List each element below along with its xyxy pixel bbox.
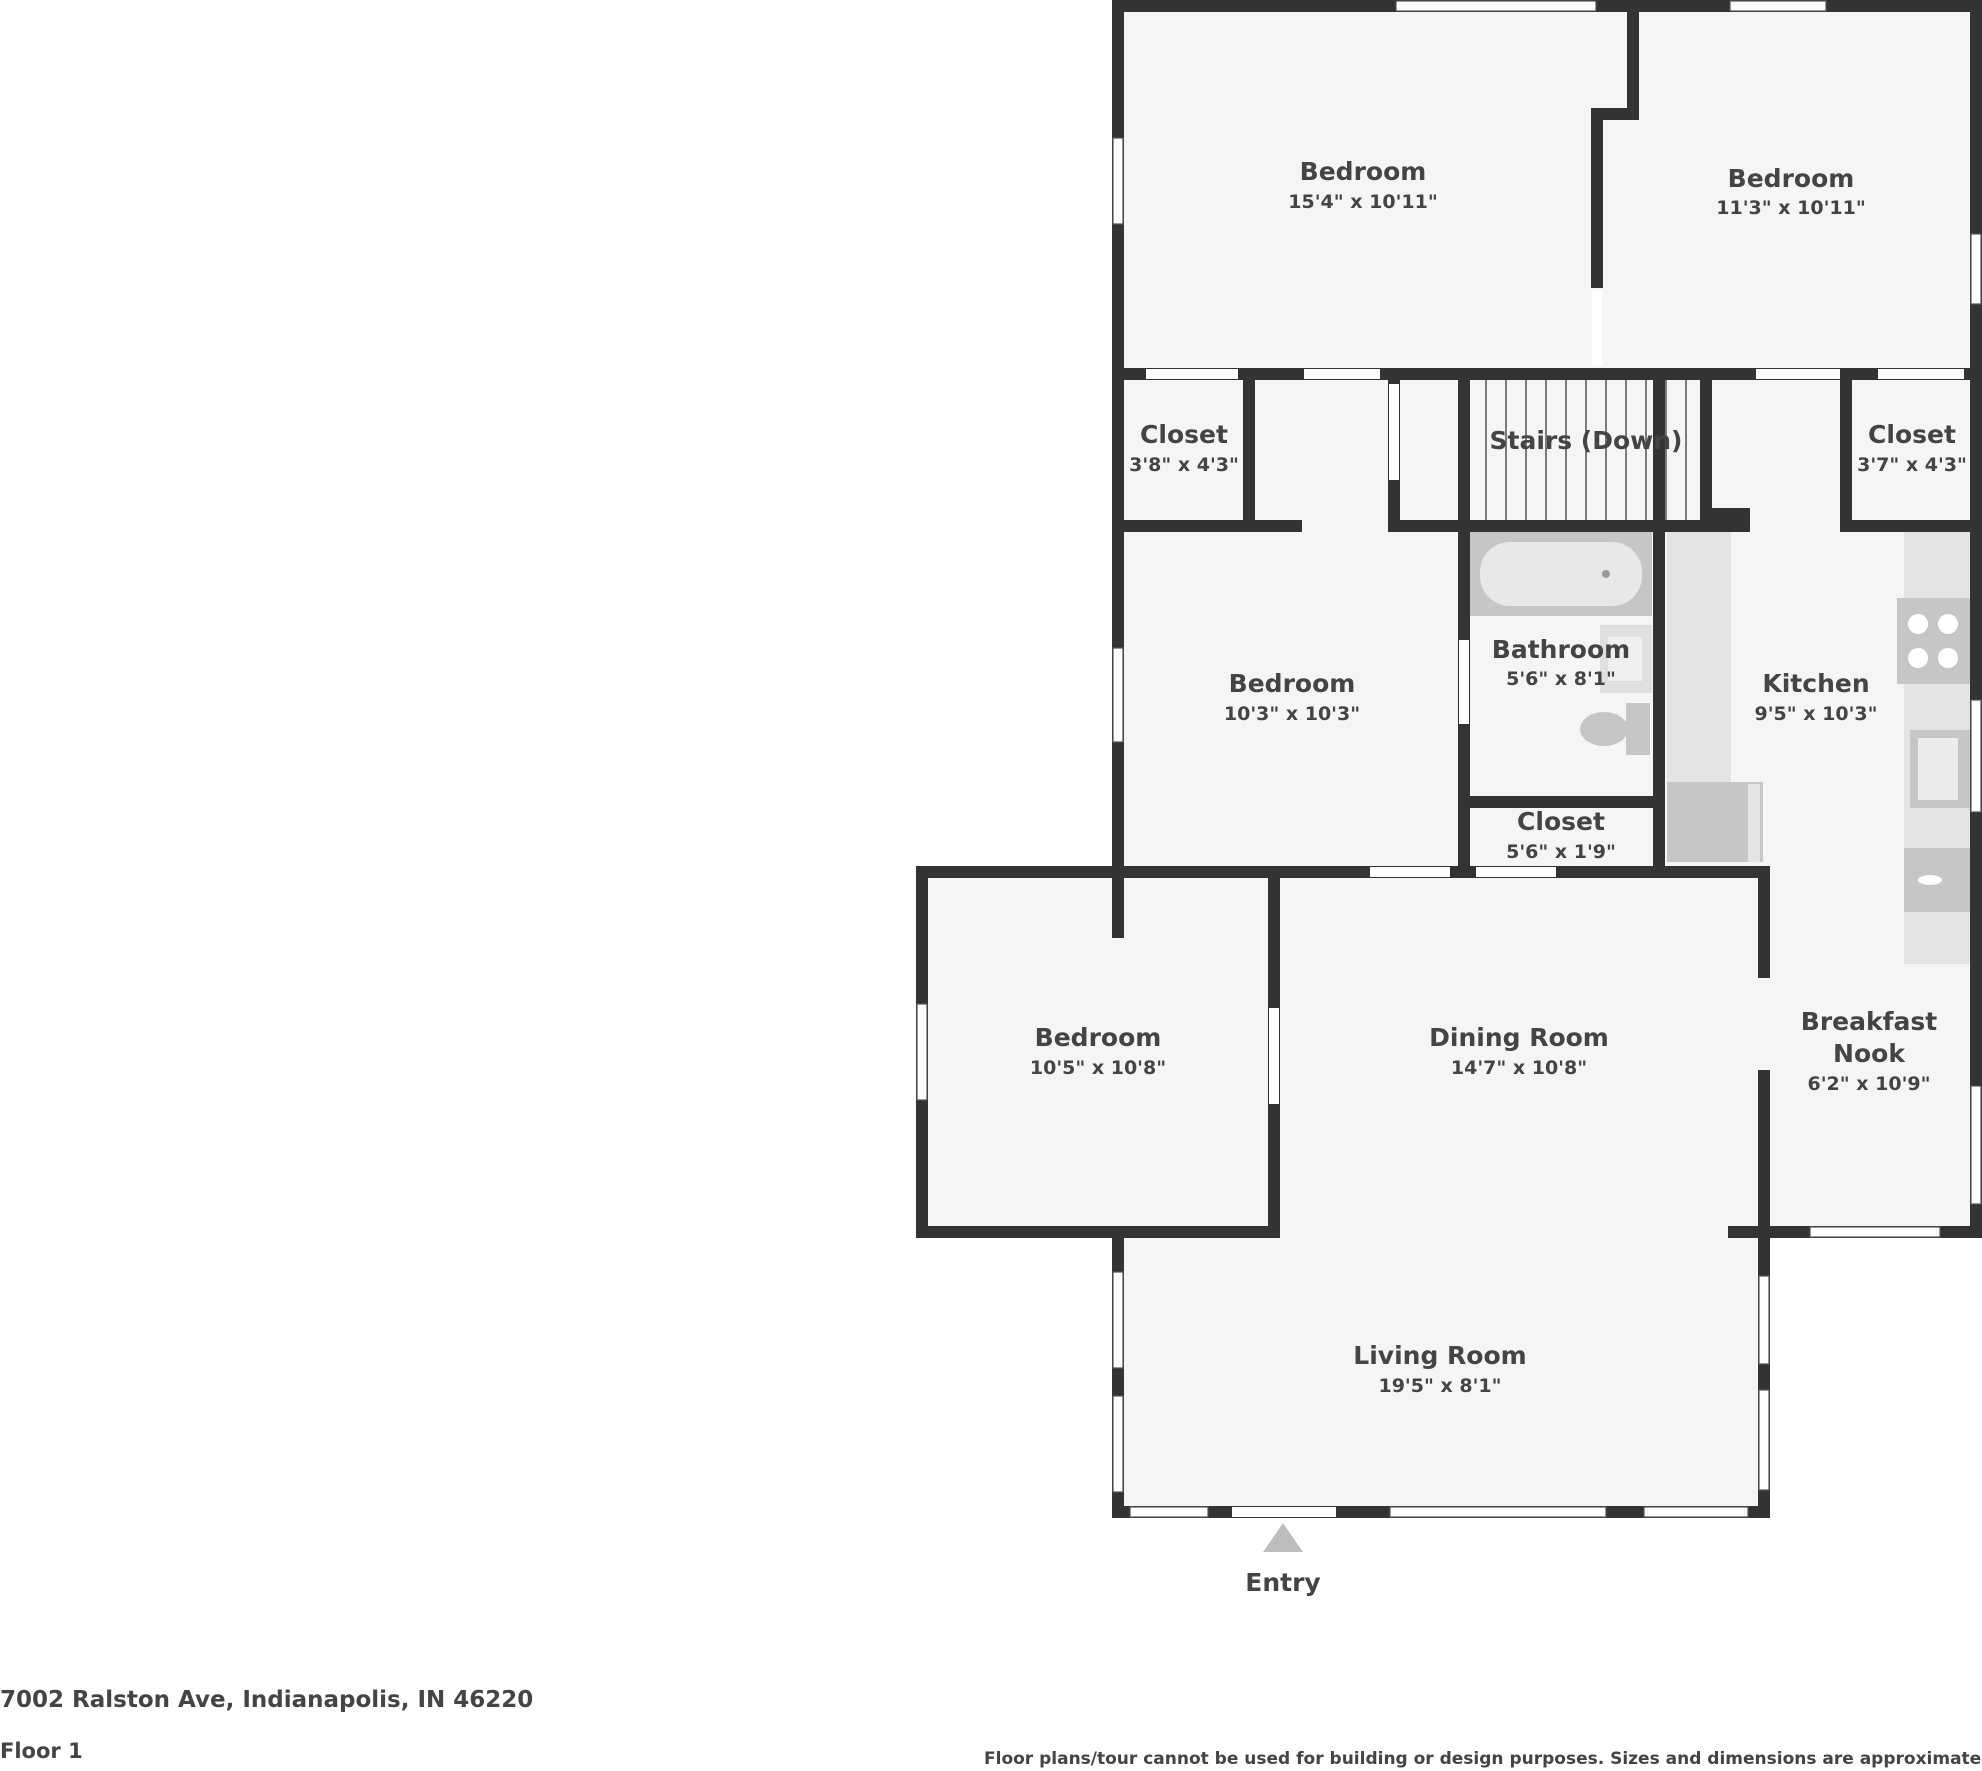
svg-text:6'2" x 10'9": 6'2" x 10'9" <box>1807 1073 1930 1095</box>
svg-text:3'8" x 4'3": 3'8" x 4'3" <box>1129 454 1239 476</box>
room-label: Closet 3'7" x 4'3" <box>1857 420 1967 476</box>
window <box>916 1003 928 1101</box>
room-label: Closet 3'8" x 4'3" <box>1129 420 1239 476</box>
room-label: Bathroom 5'6" x 8'1" <box>1492 635 1630 690</box>
svg-text:Closet: Closet <box>1140 420 1228 449</box>
entry-arrow-icon <box>1263 1523 1303 1552</box>
room-label: Dining Room 14'7" x 10'8" <box>1429 1023 1609 1079</box>
window <box>1970 1085 1982 1205</box>
svg-text:15'4" x 10'11": 15'4" x 10'11" <box>1288 191 1437 213</box>
svg-text:10'3" x 10'3": 10'3" x 10'3" <box>1224 703 1360 725</box>
svg-text:Dining Room: Dining Room <box>1429 1023 1609 1052</box>
window <box>1758 1275 1770 1365</box>
svg-text:Bedroom: Bedroom <box>1229 669 1356 698</box>
svg-text:Stairs (Down): Stairs (Down) <box>1490 426 1683 455</box>
room-label: Closet 5'6" x 1'9" <box>1506 807 1616 863</box>
floor-label: Floor 1 <box>0 1739 83 1763</box>
window <box>1129 1506 1209 1518</box>
room-label: Bedroom 11'3" x 10'11" <box>1716 164 1865 219</box>
window <box>1643 1506 1749 1518</box>
room-label: Bedroom 15'4" x 10'11" <box>1288 157 1437 213</box>
svg-text:Bedroom: Bedroom <box>1035 1023 1162 1052</box>
svg-text:5'6" x 1'9": 5'6" x 1'9" <box>1506 841 1616 863</box>
window <box>1395 0 1597 12</box>
svg-text:9'5" x 10'3": 9'5" x 10'3" <box>1754 703 1877 725</box>
door-openings <box>1146 290 1964 1517</box>
svg-text:Bedroom: Bedroom <box>1300 157 1427 186</box>
svg-text:Breakfast: Breakfast <box>1801 1007 1937 1036</box>
entry-label: Entry <box>1245 1568 1320 1597</box>
window <box>1970 233 1982 305</box>
window <box>1112 1395 1124 1493</box>
window <box>1389 1506 1607 1518</box>
window <box>1758 1389 1770 1491</box>
bathroom-fixtures <box>1470 532 1652 755</box>
floor-area <box>922 6 1976 1513</box>
window <box>1112 137 1124 225</box>
room-label: Stairs (Down) <box>1490 426 1683 455</box>
room-label: Kitchen 9'5" x 10'3" <box>1754 669 1877 725</box>
disclaimer-text: Floor plans/tour cannot be used for buil… <box>984 1749 1982 1769</box>
svg-text:19'5" x 8'1": 19'5" x 8'1" <box>1378 1375 1501 1397</box>
room-label: Bedroom 10'5" x 10'8" <box>1030 1023 1166 1079</box>
room-label: Living Room 19'5" x 8'1" <box>1353 1341 1526 1397</box>
window <box>1112 1271 1124 1369</box>
svg-text:Living Room: Living Room <box>1353 1341 1526 1370</box>
svg-text:Nook: Nook <box>1833 1039 1906 1068</box>
stove-icon <box>1897 598 1972 684</box>
room-label: Bedroom 10'3" x 10'3" <box>1224 669 1360 725</box>
svg-text:Kitchen: Kitchen <box>1762 669 1869 698</box>
svg-text:14'7" x 10'8": 14'7" x 10'8" <box>1451 1057 1587 1079</box>
svg-text:Bedroom: Bedroom <box>1728 164 1855 193</box>
window <box>1112 647 1124 743</box>
kitchen-fixtures <box>1667 532 1972 964</box>
svg-text:Closet: Closet <box>1868 420 1956 449</box>
toilet-icon <box>1580 703 1650 755</box>
svg-text:3'7" x 4'3": 3'7" x 4'3" <box>1857 454 1967 476</box>
svg-text:Closet: Closet <box>1517 807 1605 836</box>
room-label: Breakfast Nook 6'2" x 10'9" <box>1801 1007 1937 1095</box>
window <box>1970 699 1982 813</box>
windows <box>916 0 1982 1518</box>
property-address: 7002 Ralston Ave, Indianapolis, IN 46220 <box>0 1687 534 1713</box>
window <box>1729 0 1827 12</box>
svg-text:11'3" x 10'11": 11'3" x 10'11" <box>1716 197 1865 219</box>
svg-text:Bathroom: Bathroom <box>1492 635 1630 664</box>
svg-text:10'5" x 10'8": 10'5" x 10'8" <box>1030 1057 1166 1079</box>
svg-text:5'6" x 8'1": 5'6" x 8'1" <box>1506 668 1616 690</box>
window <box>1809 1226 1941 1238</box>
